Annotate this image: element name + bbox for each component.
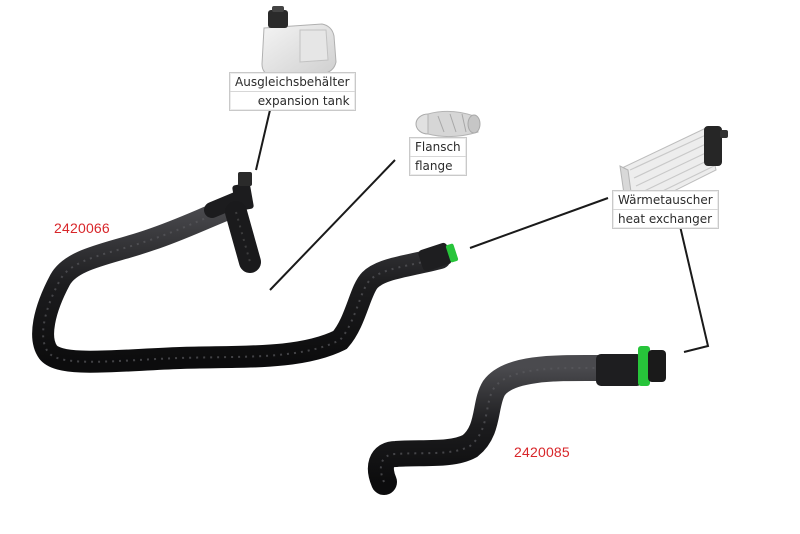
callout-expansion-tank-en: expansion tank	[230, 91, 355, 110]
callout-expansion-tank: Ausgleichsbehälter expansion tank	[229, 72, 356, 111]
callout-heat-exchanger-de: Wärmetauscher	[618, 193, 713, 207]
callout-flange-de: Flansch	[415, 140, 461, 154]
flange-image	[415, 110, 481, 138]
hose-2420085	[367, 346, 666, 495]
part-number-2420066: 2420066	[54, 220, 110, 236]
leader-lines	[255, 109, 710, 353]
callout-expansion-tank-de: Ausgleichsbehälter	[235, 75, 350, 89]
callout-flange: Flansch flange	[409, 137, 467, 176]
callout-heat-exchanger: Wärmetauscher heat exchanger	[612, 190, 719, 229]
part-number-2420085: 2420085	[514, 444, 570, 460]
callout-heat-exchanger-en: heat exchanger	[613, 209, 718, 228]
hose-2420066	[32, 172, 459, 373]
callout-flange-en: flange	[410, 156, 466, 175]
expansion-tank-image	[261, 6, 337, 77]
